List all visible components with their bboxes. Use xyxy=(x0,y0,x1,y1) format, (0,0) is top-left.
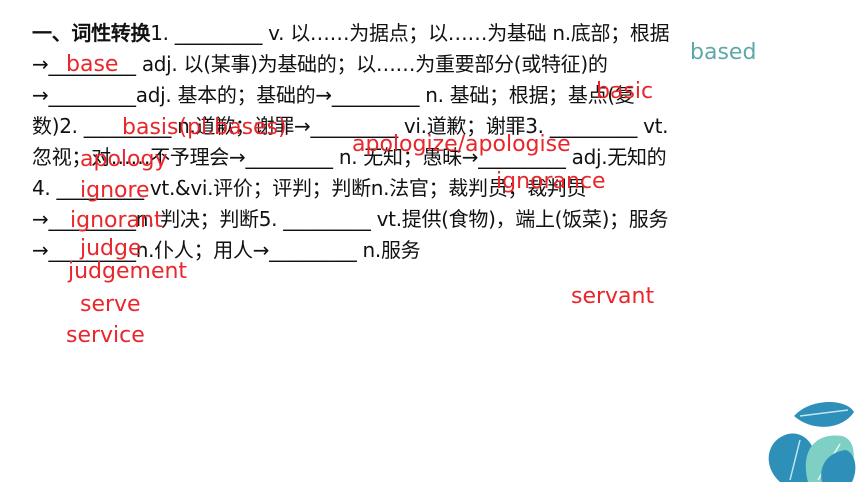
answer-judge: judge xyxy=(80,236,142,261)
line-1: 一、词性转换1. _________ v. 以……为据点；以……为基础 n.底部… xyxy=(32,20,670,46)
line-3: →_________adj. 基本的；基础的→_________ n. 基础；根… xyxy=(32,83,635,107)
line-5: 忽视；对……不予理会→_________ n. 无知；愚昧→_________ … xyxy=(32,145,667,169)
answer-servant: servant xyxy=(571,284,655,309)
line-8: →_________n.仆人；用人→_________ n.服务 xyxy=(32,238,421,262)
answer-base: base xyxy=(66,52,119,77)
answer-ignore: ignore xyxy=(80,178,150,203)
answer-basis: basis(pl.bases) xyxy=(122,115,287,140)
answer-serve: serve xyxy=(80,292,141,317)
answer-basic: basic xyxy=(596,79,654,104)
answer-based: based xyxy=(690,40,757,65)
answer-ignorance: ignorance xyxy=(496,169,606,194)
line-4: 数)2. _________ n.道歉；谢罪→_________ vi.道歉；谢… xyxy=(32,114,669,138)
answer-judgement: judgement xyxy=(68,259,188,284)
answer-apology: apology xyxy=(80,147,168,172)
line-6: 4. _________ vt.&vi.评价；评判；判断n.法官；裁判员；裁判员 xyxy=(32,176,587,200)
answer-apologize: apologize/apologise xyxy=(352,132,571,157)
line-text: 1. _________ v. 以……为据点；以……为基础 n.底部；根据 xyxy=(150,21,670,45)
leaf-decoration-icon xyxy=(768,401,856,482)
line-7: →_________n. 判决；判断5. _________ vt.提供(食物)… xyxy=(32,207,669,231)
answer-service: service xyxy=(66,323,145,348)
line-2: →_________ adj. 以(某事)为基础的；以……为重要部分(或特征)的 xyxy=(32,52,608,76)
section-heading: 一、词性转换 xyxy=(32,21,151,45)
answer-ignorant: ignorant xyxy=(70,208,163,233)
